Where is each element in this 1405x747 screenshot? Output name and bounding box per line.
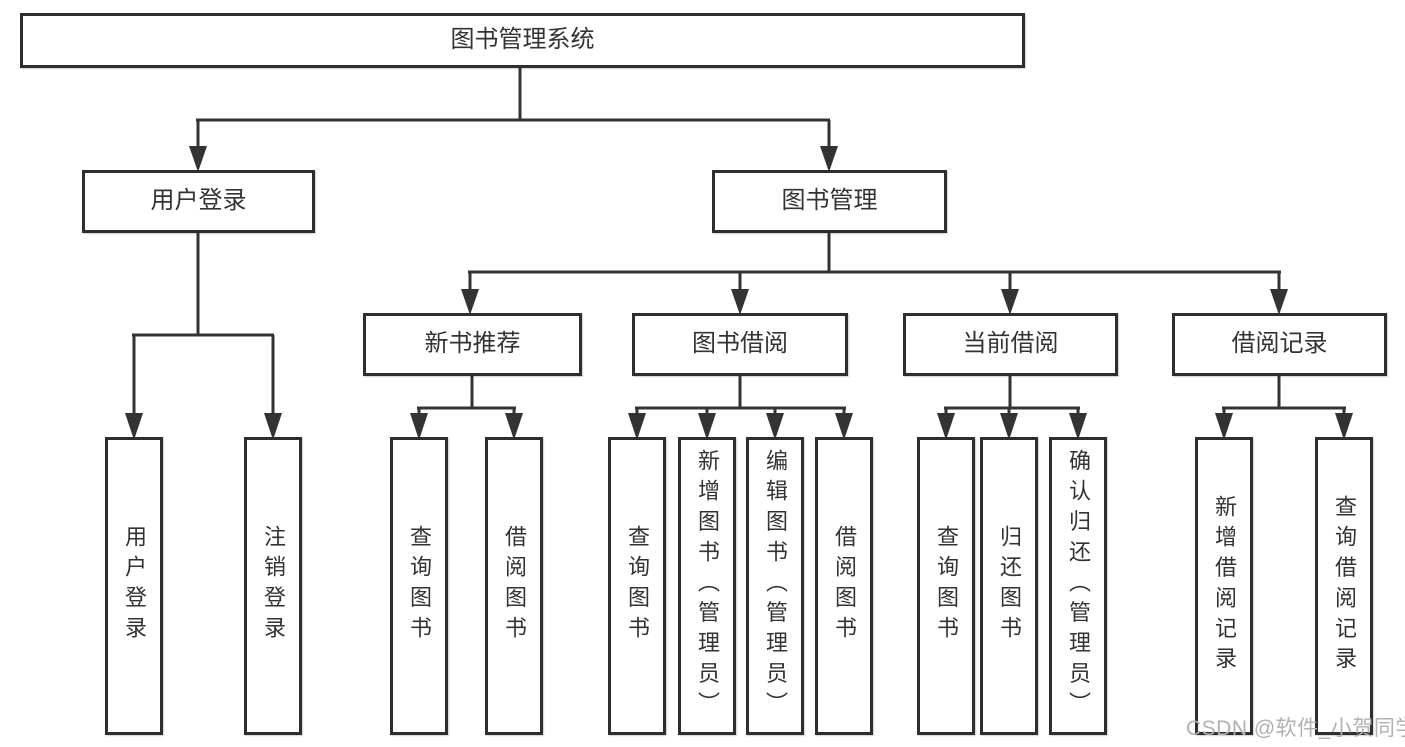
leaf-borrow-books-recommend: 借阅图书 — [485, 437, 543, 735]
leaf-return-books: 归还图书 — [980, 437, 1038, 735]
node-user-login: 用户登录 — [82, 170, 315, 233]
node-label: 新书推荐 — [424, 330, 521, 358]
connector-user-login — [125, 233, 282, 440]
leaf-label: 查询图书 — [934, 525, 959, 647]
connector-current-borrow — [937, 376, 1087, 440]
connector-borrow-records — [1215, 376, 1353, 440]
node-label: 图书管理 — [781, 187, 878, 215]
leaf-label: 注销登录 — [261, 525, 286, 647]
leaf-label: 确认归还（管理员） — [1066, 449, 1091, 723]
node-label: 用户登录 — [150, 187, 247, 215]
leaf-edit-book-admin: 编辑图书（管理员） — [746, 437, 804, 735]
leaf-add-book-admin: 新增图书（管理员） — [678, 437, 736, 735]
leaf-label: 借阅图书 — [502, 525, 527, 647]
node-root-label: 图书管理系统 — [450, 26, 595, 54]
leaf-logout: 注销登录 — [244, 437, 302, 735]
leaf-borrow-books-action: 借阅图书 — [815, 437, 873, 735]
leaf-label: 用户登录 — [122, 525, 147, 647]
node-label: 借阅记录 — [1231, 330, 1328, 358]
node-root: 图书管理系统 — [20, 13, 1025, 68]
leaf-query-borrow-record: 查询借阅记录 — [1315, 437, 1373, 735]
connector-book-borrow — [628, 376, 853, 440]
node-label: 图书借阅 — [692, 330, 788, 358]
leaf-user-login: 用户登录 — [105, 437, 163, 735]
watermark: CSDN @软件_小贺同学 — [1186, 717, 1405, 740]
leaf-label: 借阅图书 — [832, 525, 857, 647]
leaf-label: 查询借阅记录 — [1332, 494, 1357, 678]
node-book-borrow: 图书借阅 — [632, 313, 848, 376]
leaf-label: 编辑图书（管理员） — [763, 449, 788, 723]
connector-root — [189, 66, 838, 172]
node-new-book-recommend: 新书推荐 — [363, 313, 582, 376]
leaf-label: 新增图书（管理员） — [695, 449, 720, 723]
node-borrow-records: 借阅记录 — [1172, 313, 1387, 376]
node-label: 当前借阅 — [962, 330, 1059, 358]
leaf-label: 查询图书 — [407, 525, 432, 647]
leaf-confirm-return-admin: 确认归还（管理员） — [1049, 437, 1107, 735]
leaf-query-books-recommend: 查询图书 — [390, 437, 448, 735]
leaf-label: 查询图书 — [625, 525, 650, 647]
leaf-query-books-current: 查询图书 — [917, 437, 975, 735]
connector-new-book-recommend — [410, 376, 523, 440]
leaf-query-books-borrow: 查询图书 — [608, 437, 666, 735]
node-current-borrow: 当前借阅 — [903, 313, 1118, 376]
leaf-label: 新增借阅记录 — [1212, 494, 1237, 678]
connector-book-management — [461, 233, 1288, 315]
leaf-label: 归还图书 — [997, 525, 1022, 647]
node-book-management: 图书管理 — [712, 170, 947, 233]
leaf-add-borrow-record: 新增借阅记录 — [1195, 437, 1253, 735]
